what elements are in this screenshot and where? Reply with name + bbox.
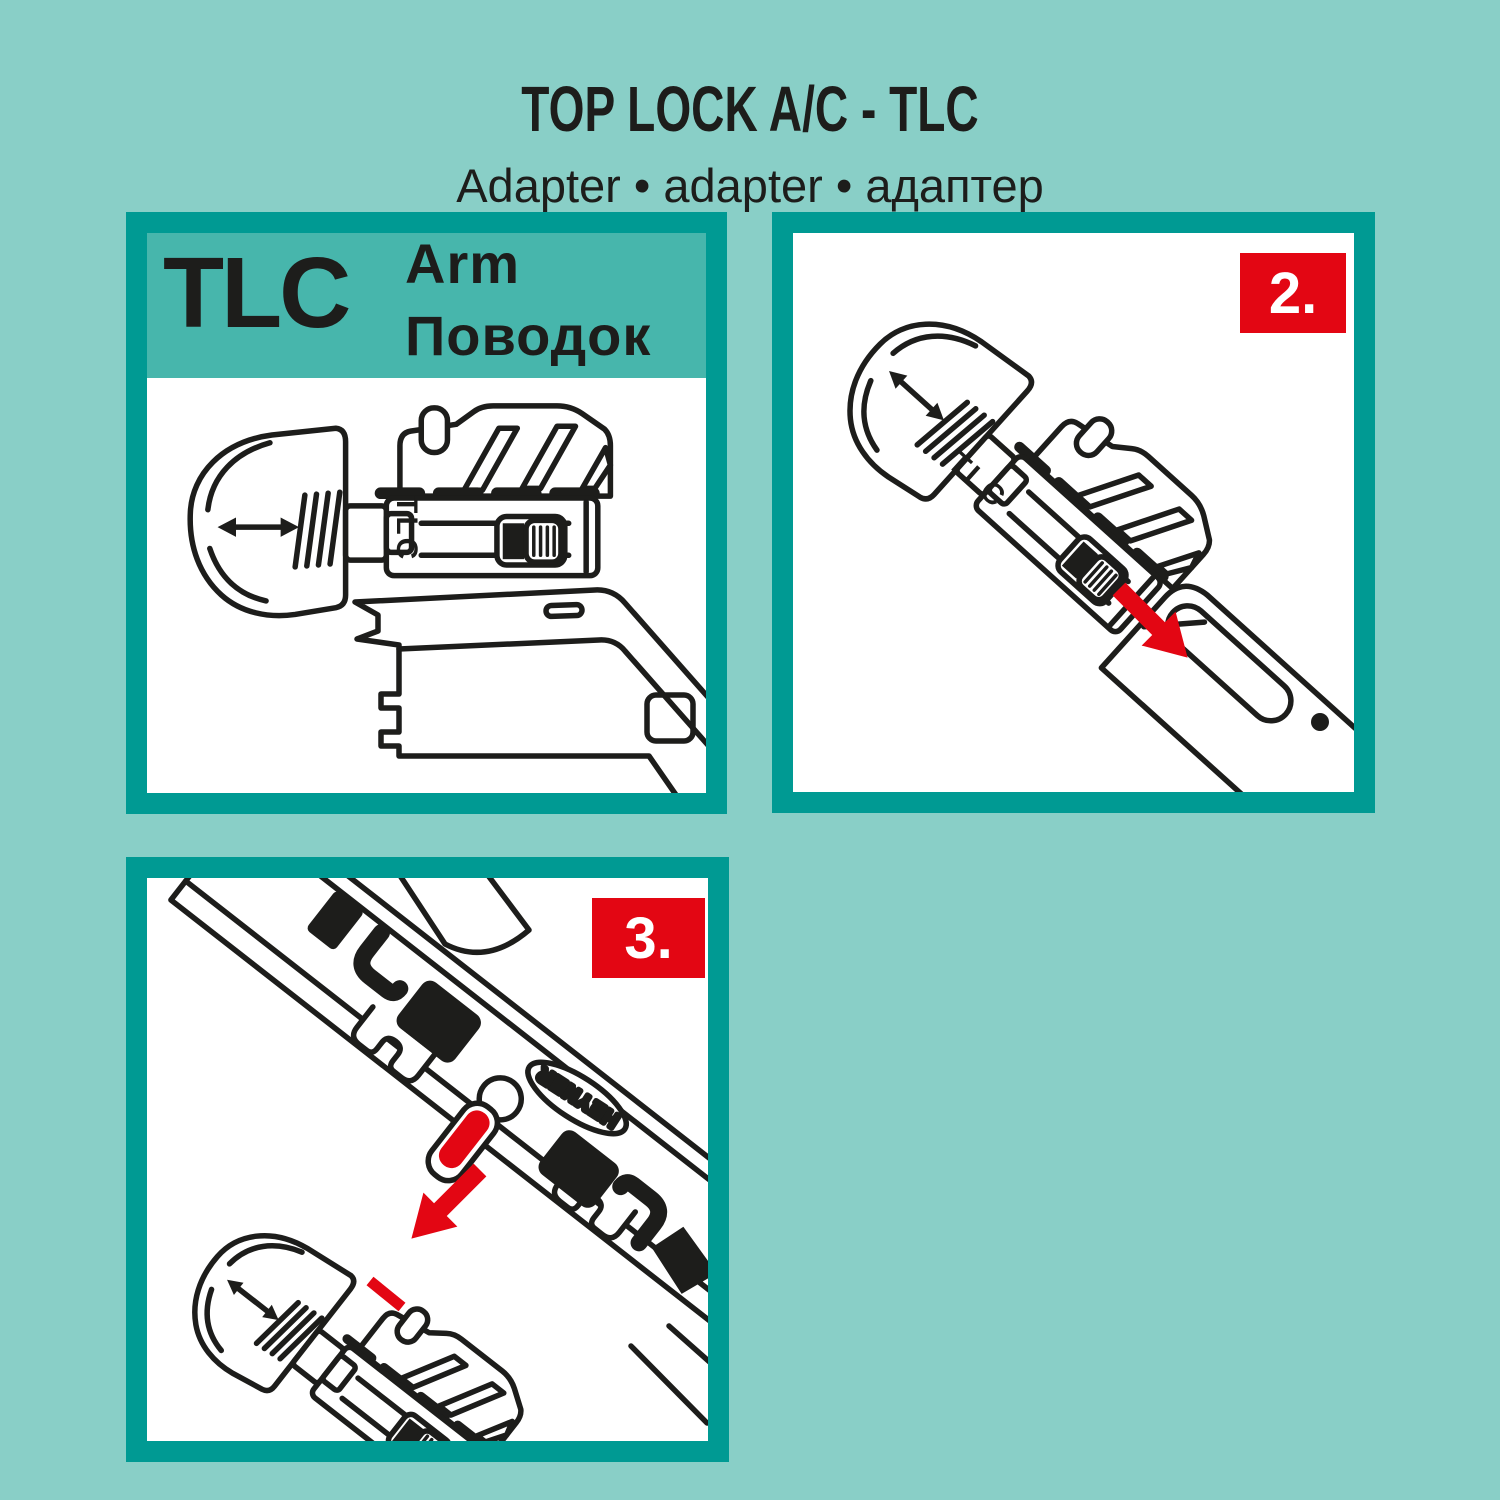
- step2-illustration: TLC: [793, 233, 1354, 792]
- wiper-arm-illustration: [352, 587, 706, 793]
- page-subtitle: Adapter • adapter • адаптер: [456, 159, 1044, 212]
- blade-black-block: [538, 1130, 619, 1208]
- step3-illustration: HEYNER: [147, 878, 708, 1441]
- step-badge-2: 2.: [1240, 253, 1346, 333]
- arm-shaft-lines: [398, 878, 708, 1426]
- blade-black-tab: [307, 891, 363, 950]
- panel-step2: 2. TLC: [772, 212, 1375, 813]
- red-lock-tab: [438, 1110, 490, 1169]
- arm-hole: [1311, 713, 1329, 731]
- arm-label-ru: Поводок: [405, 304, 652, 367]
- red-alignment-mark: [366, 1276, 406, 1312]
- step1-illustration: TLC: [147, 233, 706, 793]
- panel1-header: TLC Arm Поводок: [147, 233, 706, 378]
- step-number: 2.: [1268, 260, 1318, 326]
- step-number: 3.: [624, 905, 673, 971]
- adapter-illustration: [166, 1189, 536, 1441]
- panel-step1: TLC TLC Arm Поводок: [126, 212, 727, 814]
- adapter-type-label: TLC: [163, 237, 351, 349]
- heyner-logo: HEYNER: [525, 1059, 629, 1137]
- blade-black-block: [396, 980, 481, 1063]
- wiper-blade-illustration: HEYNER: [168, 878, 708, 1441]
- page-title: TOP LOCK A/C - TLC: [521, 73, 979, 145]
- blade-black-wedge: [651, 1226, 708, 1294]
- adapter-device-label: TLC: [390, 495, 423, 562]
- panel-step3: 3. HEYNER: [126, 857, 729, 1462]
- step-badge-3: 3.: [592, 898, 705, 978]
- arm-labels: Arm Поводок: [405, 236, 651, 364]
- arm-label-en: Arm: [405, 232, 521, 295]
